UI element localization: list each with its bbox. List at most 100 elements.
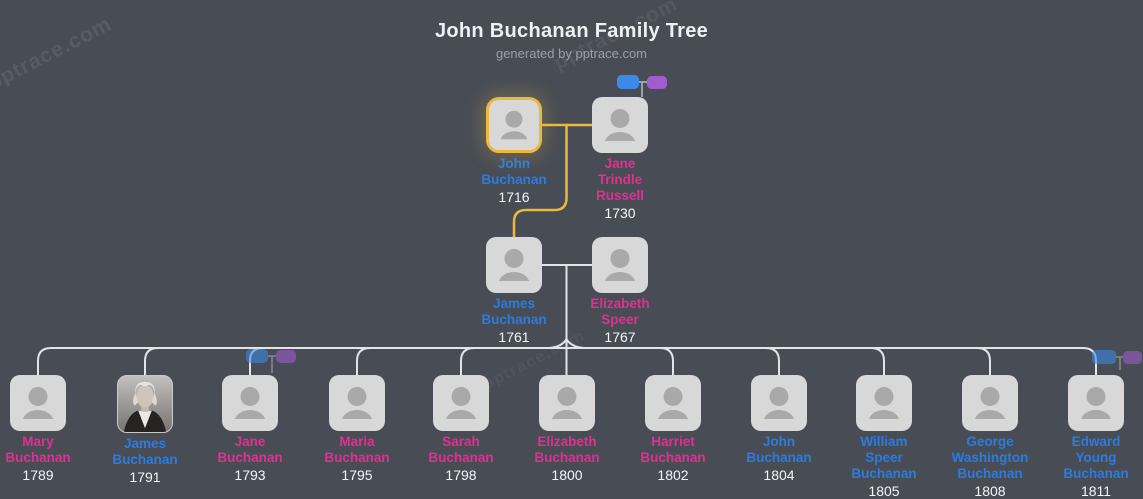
person-name-line: Buchanan bbox=[481, 312, 547, 327]
person-silhouette-icon[interactable] bbox=[433, 375, 489, 431]
person-name-line: Maria bbox=[339, 434, 375, 449]
mother-link-icon[interactable] bbox=[1123, 350, 1142, 364]
person-name-line: Elizabeth bbox=[537, 434, 597, 449]
person-name-line: Edward bbox=[1071, 434, 1121, 449]
parent-links-jane-buchanan bbox=[246, 349, 296, 373]
birth-year: 1795 bbox=[341, 467, 373, 483]
child-drop-line bbox=[144, 347, 159, 376]
person-name-line: Buchanan bbox=[428, 450, 494, 465]
birth-year: 1804 bbox=[763, 467, 795, 483]
person-name-line: Russell bbox=[595, 188, 645, 203]
father-link-icon[interactable] bbox=[1092, 350, 1116, 364]
birth-year: 1791 bbox=[129, 469, 161, 485]
child-drop-line bbox=[976, 347, 991, 376]
parent-links-jane-trindle-russell bbox=[617, 75, 667, 97]
person-silhouette-icon[interactable] bbox=[592, 97, 648, 153]
child-drop-line bbox=[870, 347, 885, 376]
page-subtitle: generated by pptrace.com bbox=[495, 46, 648, 61]
portrait-photo[interactable] bbox=[117, 375, 173, 433]
person-silhouette-icon[interactable] bbox=[10, 375, 66, 431]
person-name-line: Buchanan bbox=[324, 450, 390, 465]
person-silhouette-icon[interactable] bbox=[539, 375, 595, 431]
birth-year: 1808 bbox=[974, 483, 1006, 499]
person-silhouette-icon[interactable] bbox=[751, 375, 807, 431]
person-silhouette-icon[interactable] bbox=[962, 375, 1018, 431]
person-silhouette-icon[interactable] bbox=[645, 375, 701, 431]
child-drop-line bbox=[356, 347, 371, 376]
mother-link-icon[interactable] bbox=[647, 75, 667, 89]
person-name-line: Washington bbox=[951, 450, 1029, 465]
parent-links-edward-young-buchanan bbox=[1092, 350, 1142, 370]
birth-year: 1800 bbox=[551, 467, 583, 483]
person-silhouette-icon[interactable] bbox=[222, 375, 278, 431]
person-name-line: Buchanan bbox=[957, 466, 1023, 481]
person-name-line: Young bbox=[1075, 450, 1117, 465]
person-silhouette-icon[interactable] bbox=[592, 237, 648, 293]
person-name-line: John bbox=[762, 434, 796, 449]
child-drop-line bbox=[659, 347, 674, 376]
person-name-line: Buchanan bbox=[640, 450, 706, 465]
page-title: John Buchanan Family Tree bbox=[434, 20, 709, 42]
birth-year: 1716 bbox=[498, 189, 530, 205]
person-name-line: Sarah bbox=[442, 434, 480, 449]
person-name-line: George bbox=[966, 434, 1014, 449]
person-name-line: Buchanan bbox=[1063, 466, 1129, 481]
person-name-line: Speer bbox=[601, 312, 639, 327]
birth-year: 1730 bbox=[604, 205, 636, 221]
selected-descent-line bbox=[512, 123, 568, 239]
birth-year: 1761 bbox=[498, 329, 530, 345]
person-name-line: Buchanan bbox=[217, 450, 283, 465]
person-silhouette-icon[interactable] bbox=[1068, 375, 1124, 431]
person-name-line: William bbox=[860, 434, 908, 449]
birth-year: 1767 bbox=[604, 329, 636, 345]
person-name-line: Mary bbox=[22, 434, 54, 449]
child-drop-line bbox=[765, 347, 780, 376]
parent-link-stub bbox=[1119, 357, 1121, 370]
person-silhouette-icon[interactable] bbox=[856, 375, 912, 431]
birth-year: 1811 bbox=[1080, 483, 1112, 499]
person-name-line: Jane bbox=[604, 156, 636, 171]
mother-link-icon[interactable] bbox=[276, 349, 296, 363]
child-drop-line bbox=[460, 347, 475, 376]
parent-link-stub bbox=[641, 82, 643, 97]
person-name-line: James bbox=[492, 296, 536, 311]
person-name-line: Harriet bbox=[651, 434, 695, 449]
person-silhouette-icon[interactable] bbox=[486, 97, 542, 153]
father-link-icon[interactable] bbox=[617, 75, 639, 89]
father-link-icon[interactable] bbox=[246, 349, 268, 363]
person-name-line: John bbox=[497, 156, 531, 171]
birth-year: 1805 bbox=[868, 483, 900, 499]
person-silhouette-icon[interactable] bbox=[329, 375, 385, 431]
person-name-line: Speer bbox=[865, 450, 903, 465]
person-silhouette-icon[interactable] bbox=[486, 237, 542, 293]
